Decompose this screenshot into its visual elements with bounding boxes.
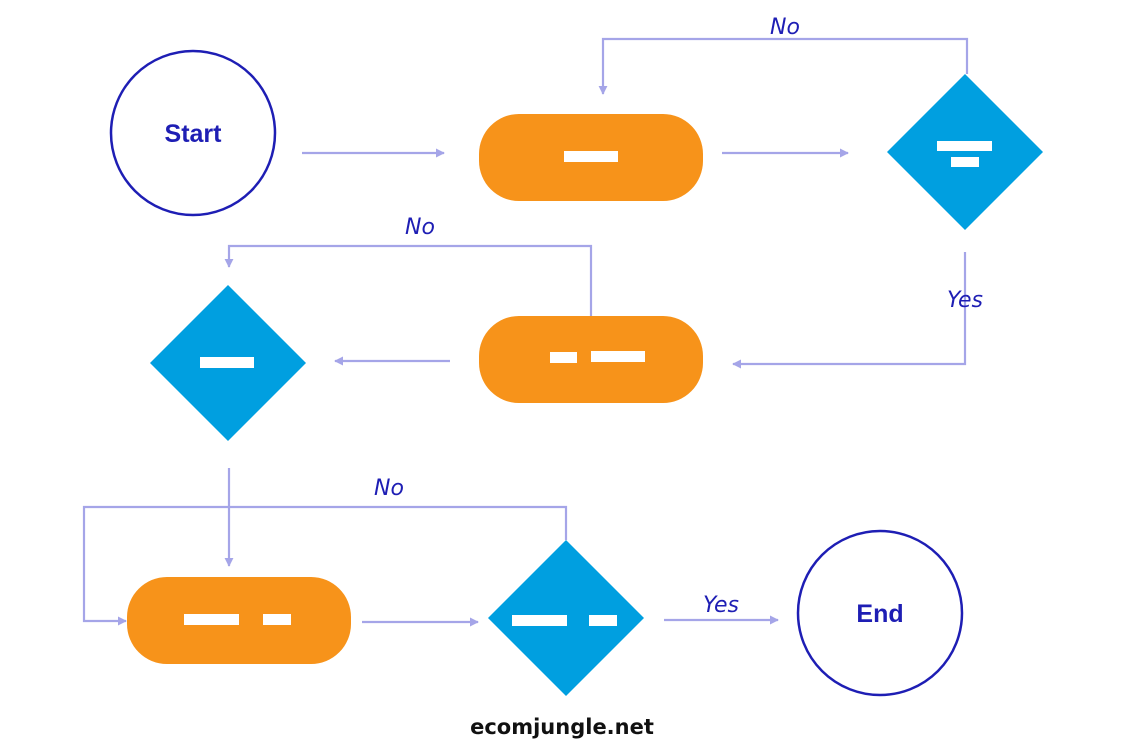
end-label: End [856, 600, 903, 628]
placeholder-bar [564, 151, 618, 162]
placeholder-bar [951, 157, 979, 167]
end-terminal [796, 529, 964, 697]
edge-label-yes-end: Yes [703, 593, 739, 618]
placeholder-bar [589, 615, 617, 626]
placeholder-bar [937, 141, 992, 151]
placeholder-bar [200, 357, 254, 368]
edge-label-no-middle: No [405, 215, 435, 240]
placeholder-bar [550, 352, 577, 363]
start-label: Start [165, 120, 223, 148]
edge-label-no-bottom: No [374, 476, 404, 501]
edge-label-no-top: No [770, 15, 800, 40]
start-terminal [109, 49, 277, 217]
edge-label-yes-right: Yes [947, 288, 983, 313]
arrow-decision1-yes-to-process2 [732, 252, 967, 369]
loop-decision1-no-to-process1 [598, 37, 969, 95]
placeholder-bar [263, 614, 291, 625]
placeholder-bar [591, 351, 645, 362]
placeholder-bar [184, 614, 239, 625]
loop-process2-no-to-decision2 [224, 244, 593, 316]
decision-diamond-1 [887, 74, 1043, 230]
placeholder-bar [512, 615, 567, 626]
brand-footer: ecomjungle.net [470, 715, 654, 739]
loop-decision3-no-to-process3 [82, 505, 568, 626]
